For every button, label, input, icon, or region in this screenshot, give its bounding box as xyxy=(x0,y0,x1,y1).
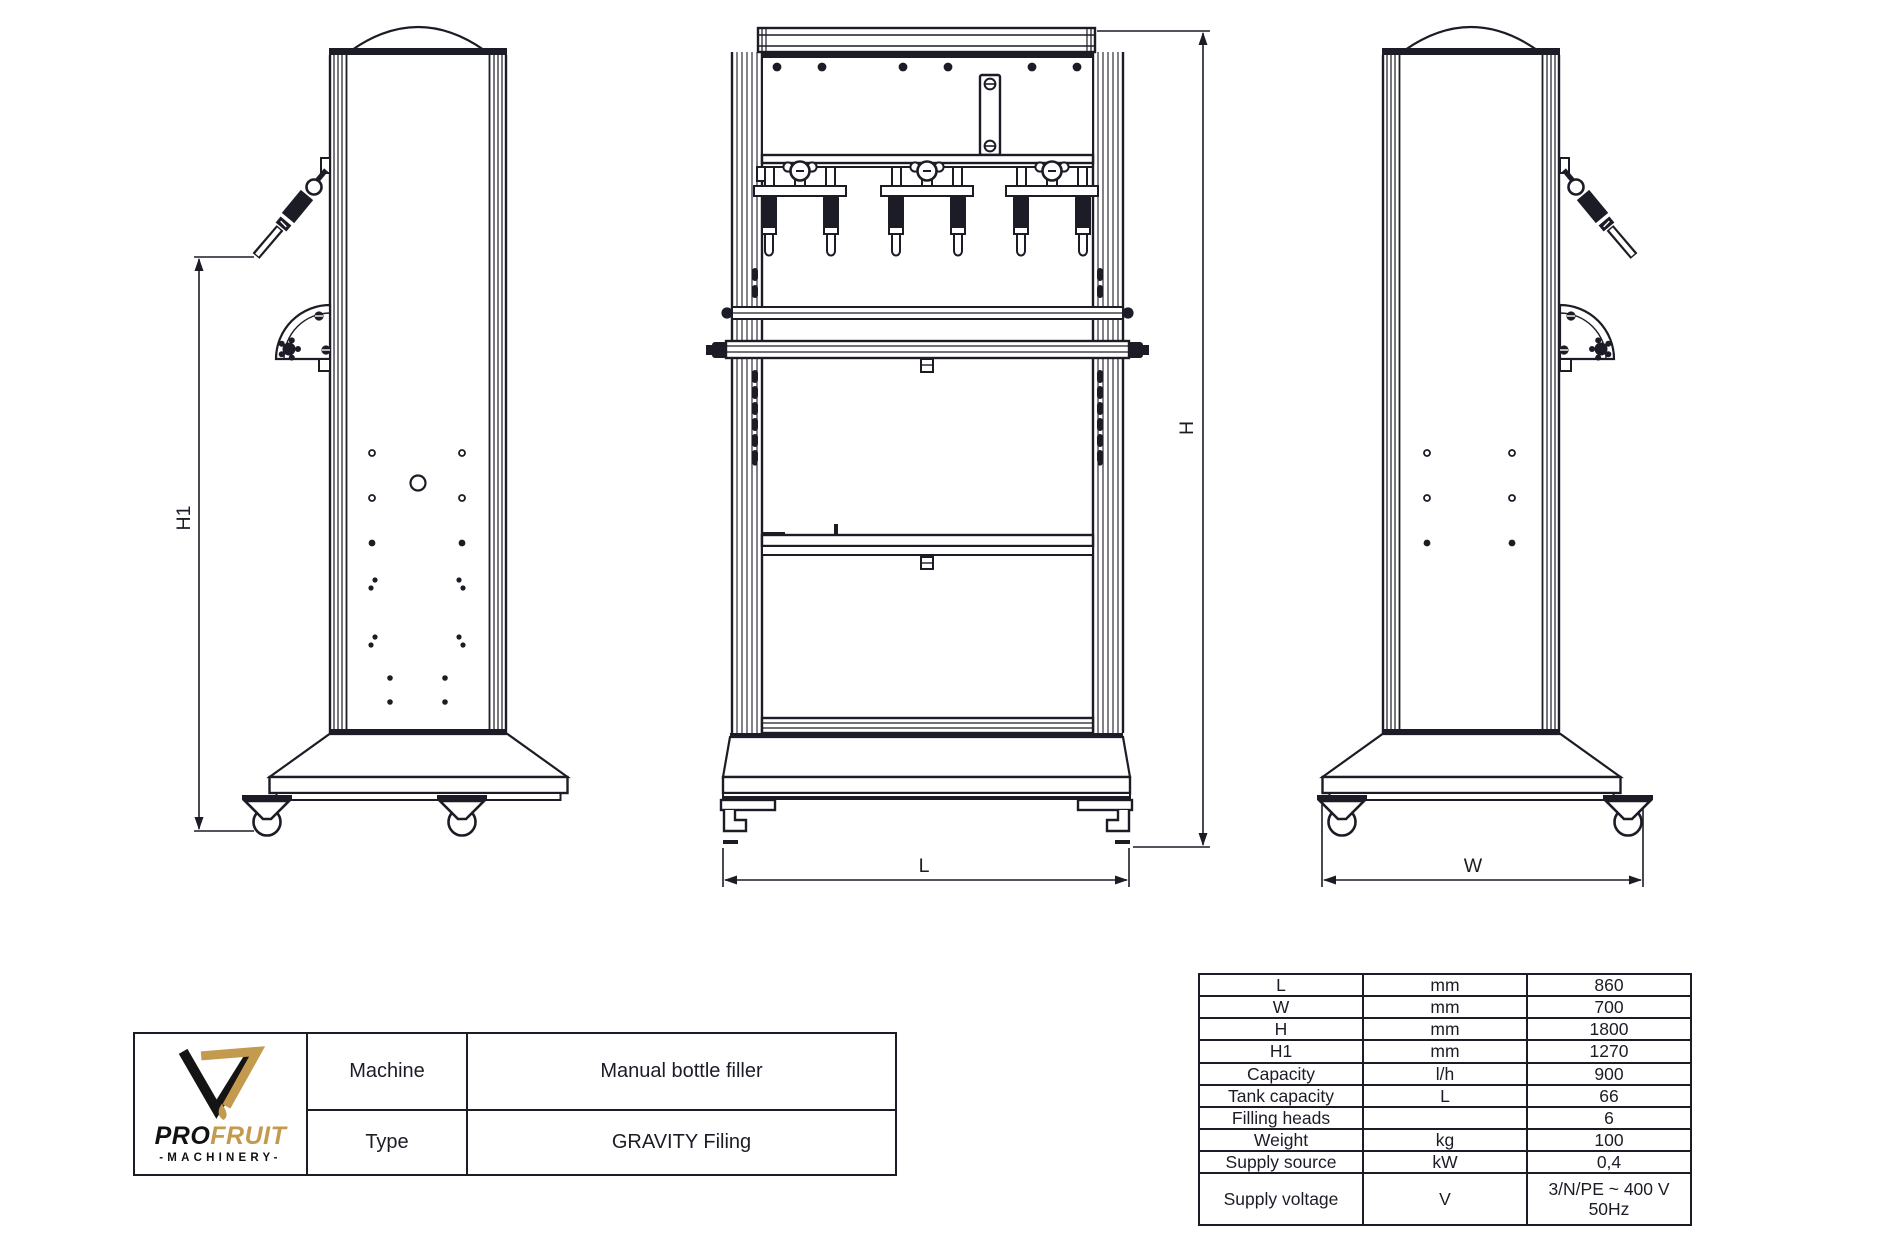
dim-label-l: L xyxy=(919,855,930,877)
type-label: Type xyxy=(306,1109,466,1174)
level-indicator xyxy=(978,73,1002,157)
spec-unit: l/h xyxy=(1362,1061,1528,1086)
machine-label: Machine xyxy=(306,1034,466,1109)
spec-unit: mm xyxy=(1362,1039,1528,1064)
spec-value: 1800 xyxy=(1526,1017,1692,1042)
front-base xyxy=(719,733,1134,844)
spec-unit: kg xyxy=(1362,1127,1528,1153)
spec-unit: mm xyxy=(1362,972,1528,998)
middle-shelf xyxy=(760,524,1095,570)
spec-unit: mm xyxy=(1362,1017,1528,1042)
spec-value: 900 xyxy=(1526,1061,1692,1086)
title-block: PROFRUIT -MACHINERY- Machine Manual bott… xyxy=(133,1032,897,1176)
spec-unit: V xyxy=(1362,1172,1528,1227)
spec-value: 700 xyxy=(1526,995,1692,1020)
spec-param: L xyxy=(1198,972,1364,998)
filling-head-group xyxy=(881,162,973,256)
spec-value: 3/N/PE ~ 400 V 50Hz xyxy=(1526,1172,1692,1227)
brand-name: PROFRUIT xyxy=(155,1122,287,1151)
table-row: Tank capacity L 66 xyxy=(1198,1083,1692,1108)
bottle-clamp-bars xyxy=(706,306,1149,373)
table-row: L mm 860 xyxy=(1198,972,1692,998)
machine-value: Manual bottle filler xyxy=(466,1034,895,1109)
spec-param: Supply source xyxy=(1198,1149,1364,1175)
spec-value-line1: 3/N/PE ~ 400 V xyxy=(1548,1179,1670,1199)
brand-fruit: FRUIT xyxy=(210,1122,287,1150)
table-row: Supply voltage V 3/N/PE ~ 400 V 50Hz xyxy=(1198,1172,1692,1227)
type-value: GRAVITY Filing xyxy=(466,1109,895,1174)
table-row: W mm 700 xyxy=(1198,995,1692,1020)
spec-value: 0,4 xyxy=(1526,1149,1692,1175)
table-row: Capacity l/h 900 xyxy=(1198,1061,1692,1086)
dim-label-h1: H1 xyxy=(173,506,195,531)
left-side-view xyxy=(240,25,569,837)
profruit-logo-icon xyxy=(178,1046,265,1120)
dimension-h: H xyxy=(1097,30,1210,848)
dim-label-h: H xyxy=(1176,421,1198,435)
spec-unit: L xyxy=(1362,1083,1528,1108)
spec-value: 860 xyxy=(1526,972,1692,998)
spec-unit: mm xyxy=(1362,995,1528,1020)
table-row: Weight kg 100 xyxy=(1198,1127,1692,1153)
dimension-h1: H1 xyxy=(173,256,254,832)
table-row: H mm 1800 xyxy=(1198,1017,1692,1042)
spec-param: Capacity xyxy=(1198,1061,1364,1086)
spec-param: Supply voltage xyxy=(1198,1172,1364,1227)
spec-value: 1270 xyxy=(1526,1039,1692,1064)
table-row: Supply source kW 0,4 xyxy=(1198,1149,1692,1175)
brand-machinery: -MACHINERY- xyxy=(159,1152,282,1164)
spec-param: H xyxy=(1198,1017,1364,1042)
dim-label-w: W xyxy=(1464,855,1483,877)
filling-head-group xyxy=(1006,162,1098,256)
front-view xyxy=(706,26,1149,844)
spec-value: 6 xyxy=(1526,1105,1692,1130)
slot-rails xyxy=(752,268,1103,466)
dimension-l: L xyxy=(722,848,1130,887)
filling-head-group xyxy=(754,162,846,256)
spec-value: 100 xyxy=(1526,1127,1692,1153)
company-logo: PROFRUIT -MACHINERY- xyxy=(135,1034,306,1174)
spec-param: W xyxy=(1198,995,1364,1020)
brand-pro: PRO xyxy=(154,1122,211,1150)
spec-param: Tank capacity xyxy=(1198,1083,1364,1108)
spec-param: Weight xyxy=(1198,1127,1364,1153)
spec-unit: kW xyxy=(1362,1149,1528,1175)
spec-param: Filling heads xyxy=(1198,1105,1364,1130)
table-row: Filling heads 6 xyxy=(1198,1105,1692,1130)
spec-unit xyxy=(1362,1105,1528,1130)
table-row: H1 mm 1270 xyxy=(1198,1039,1692,1064)
dimension-w: W xyxy=(1321,800,1644,887)
spec-param: H1 xyxy=(1198,1039,1364,1064)
right-side-view xyxy=(1315,25,1655,837)
spec-table: L mm 860 W mm 700 H mm 1800 H1 mm 1270 C… xyxy=(1198,972,1692,1227)
spec-value: 66 xyxy=(1526,1083,1692,1108)
spec-value-line2: 50Hz xyxy=(1588,1199,1630,1220)
